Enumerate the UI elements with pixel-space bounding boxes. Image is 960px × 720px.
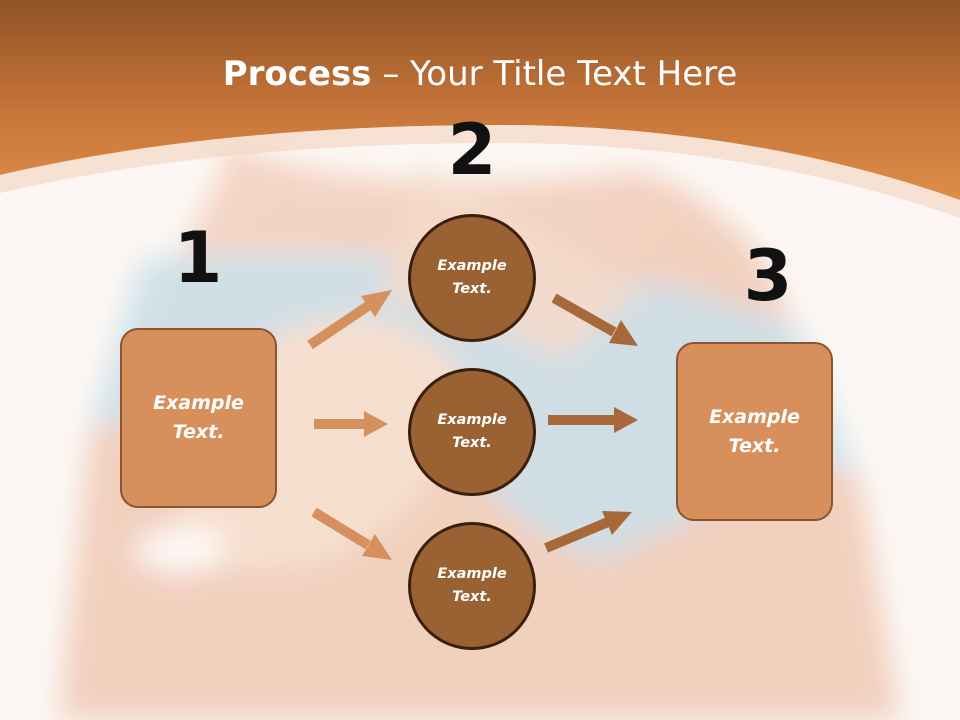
arrow-1-to-bottom [311,507,392,560]
step-2-circle-bottom-text: Example Text. [437,566,507,605]
step-3-number: 3 [743,235,793,317]
arrow-top-to-3 [551,293,638,346]
step-2-circle-middle: Example Text. [408,368,536,496]
step-2-circle-middle-text: Example Text. [437,412,507,451]
arrow-1-to-middle [314,411,388,437]
step-2-circle-bottom: Example Text. [408,522,536,650]
step-1-text: Example Text. [153,392,244,443]
step-1-number: 1 [173,217,223,299]
arrow-middle-to-3 [548,407,638,433]
step-2-number: 2 [447,109,497,191]
title-bold: Process [222,54,372,94]
step-2-circle-top-text: Example Text. [437,258,507,297]
header-band [0,0,960,218]
step-3-box: Example Text. [676,342,833,521]
step-3-text: Example Text. [709,405,800,457]
step-2-circle-top: Example Text. [408,214,536,342]
arrow-bottom-to-3 [544,511,632,553]
title-rest: – Your Title Text Here [371,54,738,94]
arrow-1-to-top [307,290,392,350]
slide-title: Process – Your Title Text Here [0,50,960,98]
step-1-box: Example Text. [120,328,277,508]
